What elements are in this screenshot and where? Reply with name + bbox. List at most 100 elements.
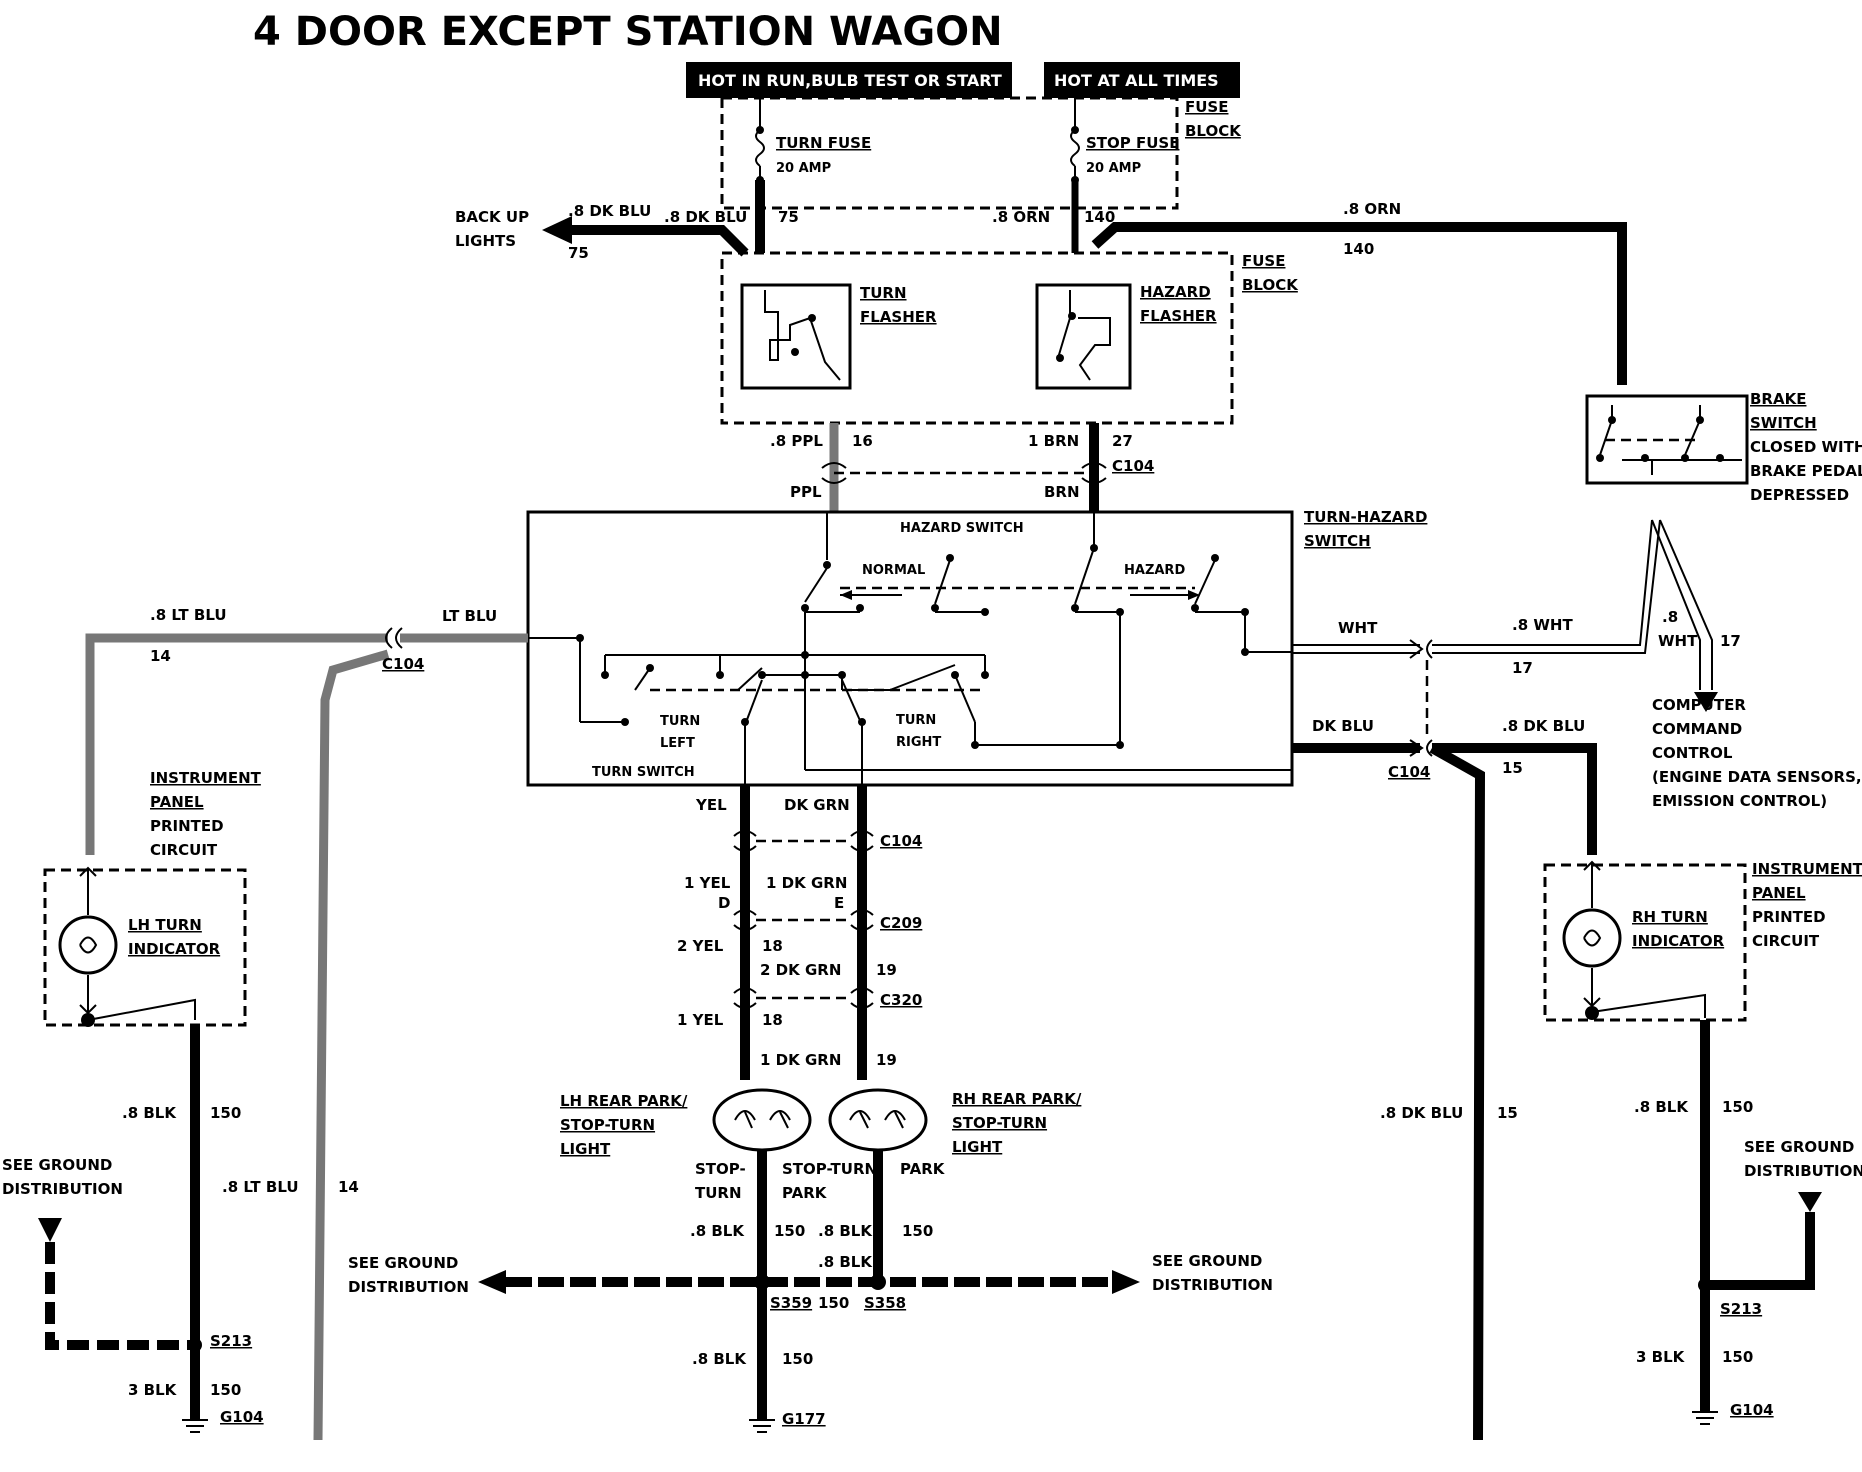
lh-indicator-label1: LH TURN — [128, 916, 202, 934]
wire-150-mid-color: .8 BLK — [818, 1253, 873, 1271]
wire-17-right-circuit: 17 — [1720, 632, 1741, 650]
hazard-flasher-contact2 — [1056, 354, 1064, 362]
c104-top-label: C104 — [1112, 457, 1154, 475]
wire-19-dkgrn2: 2 DK GRN — [760, 961, 841, 979]
ground-symbol-g104-left — [182, 1419, 208, 1433]
c104-mid-label: C104 — [880, 832, 922, 850]
ip-left-label2: PANEL — [150, 793, 204, 811]
g104-right-label: G104 — [1730, 1401, 1774, 1419]
turn-fuse-element — [755, 129, 765, 167]
turn-flasher-label1: TURN — [860, 284, 907, 302]
wire-18-yel3: 1 YEL — [677, 1011, 724, 1029]
c104-mid-connector — [733, 830, 874, 852]
s358-node — [870, 1274, 886, 1290]
pin-d-label: D — [718, 894, 730, 912]
wire-27-circuit: 27 — [1112, 432, 1133, 450]
c104-top-connector-brn — [1081, 462, 1107, 484]
diagram-title: 4 DOOR EXCEPT STATION WAGON — [253, 9, 1003, 55]
wire-15-lower-circuit: 15 — [1497, 1104, 1518, 1122]
turn-switch-contacts — [528, 634, 1292, 785]
c104-left-connector — [385, 627, 403, 649]
computer-label1: COMPUTER — [1652, 696, 1746, 714]
pin-e-label: E — [834, 894, 844, 912]
wire-17-right-color1: .8 — [1662, 608, 1678, 626]
wire-16-circuit: 16 — [852, 432, 873, 450]
ip-right-box — [1543, 863, 1747, 1022]
wire-19-circuit2: 19 — [876, 961, 897, 979]
turn-hazard-switch-label1: TURN-HAZARD — [1304, 508, 1427, 526]
ground-dist-mid-right-arrow — [1112, 1270, 1140, 1294]
normal-label: NORMAL — [862, 563, 925, 578]
wire-16-color: .8 PPL — [770, 432, 823, 450]
ip-left-box — [43, 868, 247, 1027]
wire-27-short: BRN — [1044, 483, 1080, 501]
lamp-stop-park-label2: PARK — [782, 1184, 828, 1202]
lh-indicator-node — [81, 1013, 95, 1027]
wire-140-top-color: .8 ORN — [1343, 200, 1401, 218]
lh-indicator-ground-link — [87, 998, 196, 1021]
stop-fuse-name: STOP FUSE — [1086, 134, 1179, 152]
hazard-flasher-label1: HAZARD — [1140, 283, 1211, 301]
wire-18-yel1: 1 YEL — [684, 874, 731, 892]
wire-18-yel2: 2 YEL — [677, 937, 724, 955]
turn-fuse-name: TURN FUSE — [776, 134, 871, 152]
brake-switch-contacts — [1596, 405, 1742, 475]
lh-lamp-label2: STOP-TURN — [560, 1116, 655, 1134]
c104-wht-connector — [1409, 639, 1433, 659]
rh-lamp-label3: LIGHT — [952, 1138, 1003, 1156]
lamp-park-label: PARK — [900, 1160, 946, 1178]
rh-indicator-node — [1585, 1006, 1599, 1020]
wire-19-dkgrn3: 1 DK GRN — [760, 1051, 841, 1069]
wire-75-color: .8 DK BLU — [664, 208, 747, 226]
wire-15-circuit: 15 — [1502, 759, 1523, 777]
wire-18-circuit2: 18 — [762, 937, 783, 955]
c209-label: C209 — [880, 914, 922, 932]
lh-turn-indicator-bulb — [58, 915, 118, 975]
wire-150-s359-circuit: 150 — [818, 1294, 849, 1312]
backup-lights-label2: LIGHTS — [455, 232, 516, 250]
fuse-block-flashers — [720, 251, 1234, 425]
wire-14-circuit: 14 — [150, 647, 171, 665]
turn-left-label1: TURN — [660, 714, 700, 729]
wire-150-right-circuit: 150 — [1722, 1098, 1753, 1116]
s359-label: S359 — [770, 1294, 812, 1312]
brake-switch-label5: DEPRESSED — [1750, 486, 1849, 504]
ip-right-label1: INSTRUMENT — [1752, 860, 1862, 878]
wire-14-label: LT BLU — [442, 607, 497, 625]
wire-150-left-circuit: 150 — [210, 1104, 241, 1122]
rh-indicator-leads — [1583, 860, 1602, 1012]
ground-symbol-g104-right — [1692, 1411, 1718, 1425]
lh-rear-lamp — [712, 1088, 812, 1152]
wire-15-down — [1429, 743, 1486, 1441]
wire-150-rh-lamp-circuit: 150 — [902, 1222, 933, 1240]
computer-label5: EMISSION CONTROL) — [1652, 792, 1827, 810]
ground-dist-mid-left2: DISTRIBUTION — [348, 1278, 469, 1296]
computer-label3: CONTROL — [1652, 744, 1733, 762]
wire-18-circuit3: 18 — [762, 1011, 783, 1029]
rh-indicator-ground-link — [1591, 993, 1706, 1018]
wire-140-to-brake — [1091, 222, 1627, 385]
ground-dist-mid-right1: SEE GROUND — [1152, 1252, 1262, 1270]
rh-indicator-label2: INDICATOR — [1632, 932, 1725, 950]
g104-left-label: G104 — [220, 1408, 264, 1426]
wire-17-wht-to-brake — [1432, 519, 1661, 654]
brake-switch-label2: SWITCH — [1750, 414, 1817, 432]
wire-14-color: .8 LT BLU — [150, 606, 227, 624]
g177-label: G177 — [782, 1410, 826, 1428]
turn-switch-label: TURN SWITCH — [592, 765, 695, 780]
stop-fuse-terminal-top — [1071, 126, 1079, 134]
wire-150-right-color: .8 BLK — [1634, 1098, 1689, 1116]
turn-flasher-contact — [808, 314, 816, 322]
s213-left-label: S213 — [210, 1332, 252, 1350]
brake-switch-label1: BRAKE — [1750, 390, 1806, 408]
wire-17-circuit: 17 — [1512, 659, 1533, 677]
wire-14-lower-circuit: 14 — [338, 1178, 359, 1196]
hazard-flasher-label2: FLASHER — [1140, 307, 1217, 325]
lh-rear-lamp-filaments — [734, 1110, 791, 1129]
hazard-switch-contacts — [801, 512, 1292, 745]
fuse-block-top-label1: FUSE — [1185, 98, 1228, 116]
wire-15-to-rh-ip — [1432, 743, 1597, 855]
ip-left-label4: CIRCUIT — [150, 841, 218, 859]
ip-right-label4: CIRCUIT — [1752, 932, 1820, 950]
